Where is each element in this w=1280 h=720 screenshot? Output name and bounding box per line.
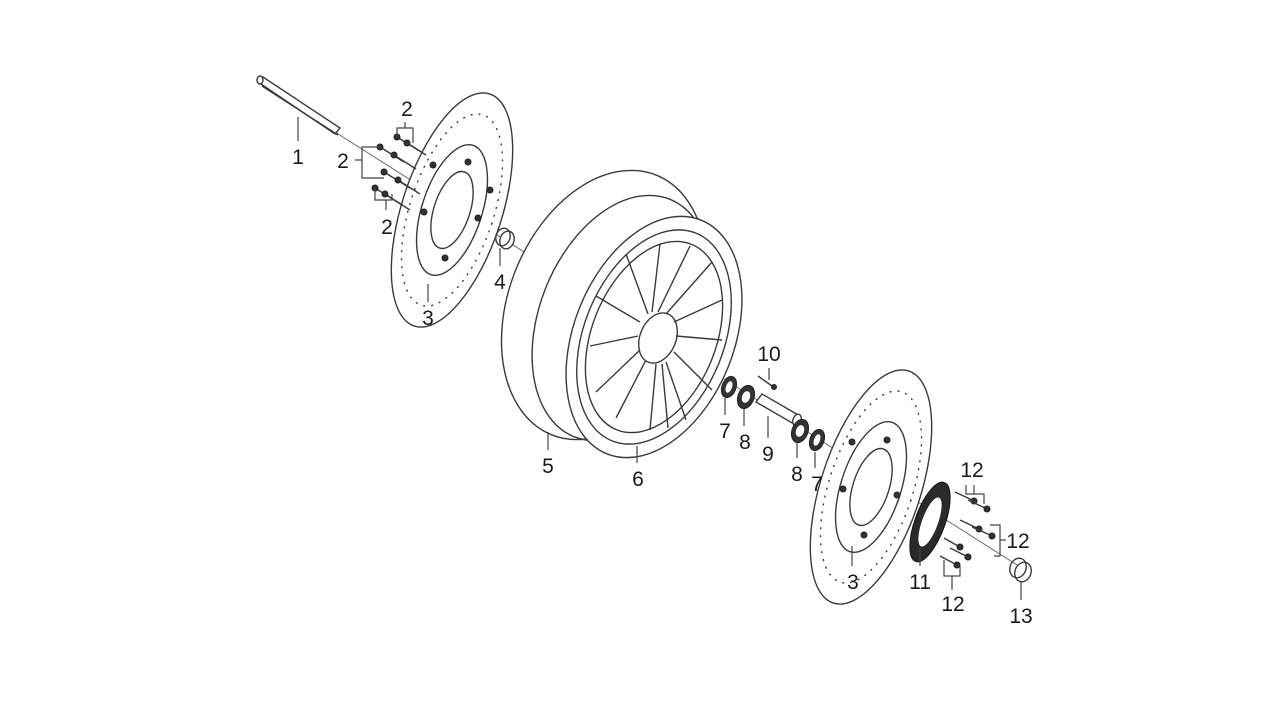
callout-disc-left: 3 (422, 307, 434, 330)
callout-rim: 6 (632, 468, 644, 491)
tire-valve (757, 375, 777, 390)
callout-seal-right: 7 (811, 473, 823, 496)
callout-seal-left: 7 (719, 420, 731, 443)
oil-seal-right (808, 428, 826, 452)
callout-tire: 5 (542, 455, 554, 478)
wheel-collar (1009, 557, 1032, 583)
brake-disc-right (809, 369, 933, 605)
callout-sensor-ring: 11 (909, 571, 931, 594)
callout-screws-top: 12 (960, 459, 983, 482)
rim (565, 215, 743, 459)
oil-seal-left (720, 375, 738, 399)
bearing-right (790, 418, 810, 444)
callout-bearing-right: 8 (791, 463, 803, 486)
callout-disc-right: 3 (847, 571, 859, 594)
callout-inner-sleeve: 9 (762, 443, 774, 466)
callout-valve: 10 (757, 343, 780, 366)
callout-screws-bottom: 12 (941, 593, 964, 616)
callout-spacer: 4 (494, 271, 506, 294)
callout-bolts-top: 2 (401, 98, 413, 121)
callout-axle: 1 (292, 146, 304, 169)
sensor-ring (909, 481, 951, 563)
leader-lines (297, 117, 1022, 600)
callout-bolts-bottom: 2 (381, 216, 393, 239)
callout-bolts-middle: 2 (337, 150, 349, 173)
ring-screws (939, 491, 996, 569)
brake-disc-left (390, 92, 514, 328)
hub-spacer (495, 227, 515, 250)
callout-screws-right: 12 (1006, 530, 1029, 553)
bearing-left (736, 384, 756, 410)
callout-bearing-left: 8 (739, 431, 751, 454)
callout-collar: 13 (1009, 605, 1032, 628)
disc-bolts (371, 133, 427, 211)
axle (256, 75, 342, 136)
